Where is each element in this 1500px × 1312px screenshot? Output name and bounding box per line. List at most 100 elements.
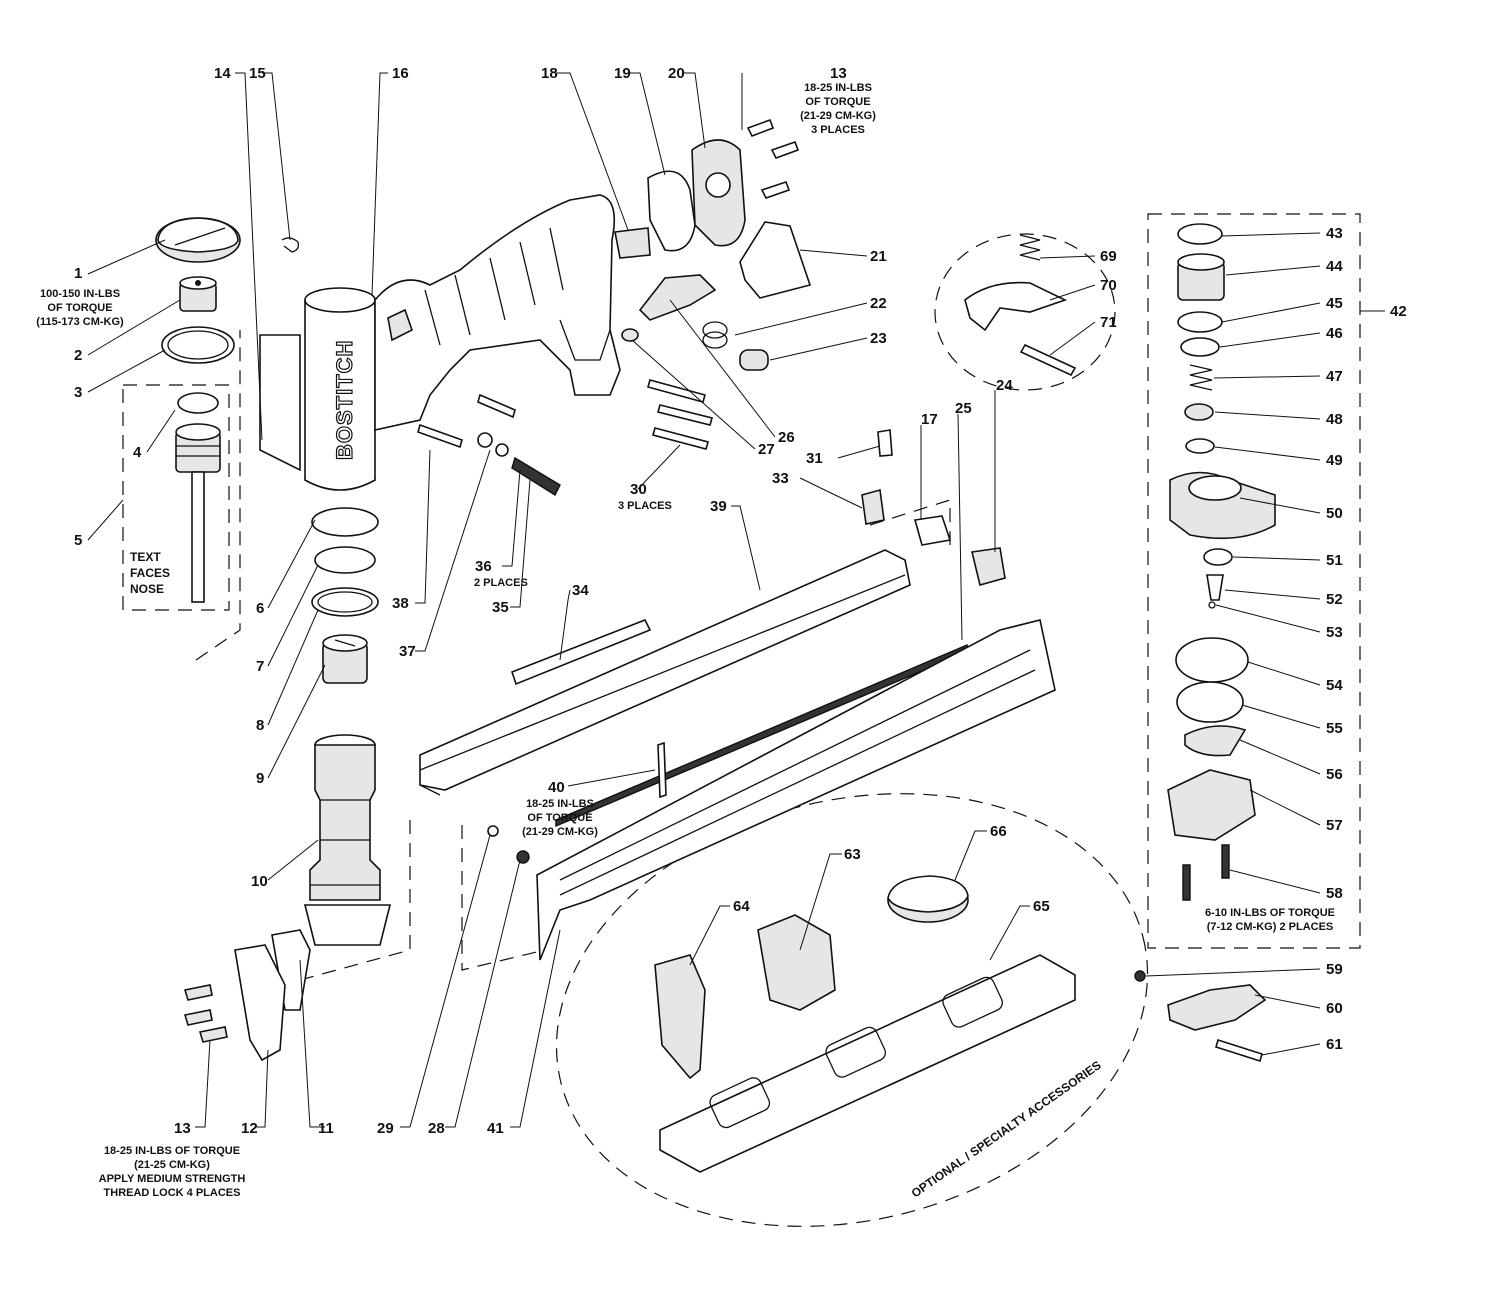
part-30-pins bbox=[647, 379, 713, 450]
label-51: 51 bbox=[1326, 552, 1343, 569]
label-61: 61 bbox=[1326, 1036, 1343, 1053]
part-4-ring bbox=[177, 392, 219, 414]
part-55-gasket bbox=[1176, 681, 1244, 723]
note-places-30: 3 PLACES bbox=[618, 500, 672, 512]
part-58-screws bbox=[1182, 844, 1230, 901]
part-56-valve-plate bbox=[1184, 725, 1247, 757]
part-8-o-ring-inner bbox=[317, 591, 373, 613]
parts-35-38-pins bbox=[417, 393, 561, 497]
note-torque-40: 18-25 IN-LBS OF TORQUE (21-29 CM-KG) bbox=[522, 798, 598, 838]
label-39: 39 bbox=[710, 498, 727, 515]
note-torque-58: 6-10 IN-LBS OF TORQUE (7-12 CM-KG) 2 PLA… bbox=[1205, 907, 1335, 933]
part-22-spring bbox=[702, 321, 728, 349]
label-33: 33 bbox=[772, 470, 789, 487]
label-64: 64 bbox=[733, 898, 750, 915]
part-20-cap-plate bbox=[691, 139, 746, 247]
part-70-latch bbox=[964, 281, 1068, 332]
label-34: 34 bbox=[572, 582, 589, 599]
svg-text:6-10 IN-LBS OF TORQUE: 6-10 IN-LBS OF TORQUE bbox=[1205, 907, 1335, 919]
note-torque-1: 100-150 IN-LBS OF TORQUE (115-173 CM-KG) bbox=[36, 288, 124, 328]
svg-text:OF TORQUE: OF TORQUE bbox=[527, 812, 592, 824]
part-18-bracket bbox=[614, 227, 651, 259]
svg-text:NOSE: NOSE bbox=[130, 582, 164, 596]
svg-text:THREAD LOCK 4 PLACES: THREAD LOCK 4 PLACES bbox=[104, 1187, 241, 1199]
part-5-piston-driver bbox=[175, 423, 221, 603]
label-47: 47 bbox=[1326, 368, 1343, 385]
label-53: 53 bbox=[1326, 624, 1343, 641]
label-10: 10 bbox=[251, 873, 268, 890]
part-23-pin bbox=[739, 349, 769, 371]
label-20: 20 bbox=[668, 65, 685, 82]
part-61-pin bbox=[1215, 1038, 1263, 1063]
part-48-valve bbox=[1184, 403, 1214, 421]
part-28-nut bbox=[516, 850, 530, 864]
label-26: 26 bbox=[778, 429, 795, 446]
part-64-nose-plate bbox=[654, 954, 706, 1080]
label-70: 70 bbox=[1100, 277, 1117, 294]
label-50: 50 bbox=[1326, 505, 1343, 522]
svg-text:(115-173 CM-KG): (115-173 CM-KG) bbox=[36, 316, 124, 328]
part-12-cover-plate bbox=[234, 944, 286, 1062]
part-59-nut bbox=[1134, 970, 1146, 982]
part-29-pin bbox=[487, 825, 499, 837]
label-1: 1 bbox=[74, 265, 82, 282]
label-9: 9 bbox=[256, 770, 264, 787]
label-66: 66 bbox=[990, 823, 1007, 840]
note-places-36: 2 PLACES bbox=[474, 577, 528, 589]
label-45: 45 bbox=[1326, 295, 1343, 312]
label-5: 5 bbox=[74, 532, 82, 549]
part-52-screw bbox=[1206, 574, 1224, 601]
part-31-screw bbox=[877, 429, 893, 457]
part-46-o-ring bbox=[1180, 337, 1220, 357]
svg-text:(21-25 CM-KG): (21-25 CM-KG) bbox=[134, 1159, 210, 1171]
part-53-washer bbox=[1208, 601, 1216, 609]
part-21-trigger-lever bbox=[739, 221, 812, 299]
label-15: 15 bbox=[249, 65, 266, 82]
label-52: 52 bbox=[1326, 591, 1343, 608]
label-41: 41 bbox=[487, 1120, 504, 1137]
part-33-bracket bbox=[861, 488, 885, 525]
svg-text:TEXT: TEXT bbox=[130, 550, 161, 564]
svg-text:APPLY MEDIUM STRENGTH: APPLY MEDIUM STRENGTH bbox=[99, 1173, 246, 1185]
label-7: 7 bbox=[256, 658, 264, 675]
optional-accessories-boundary bbox=[555, 793, 1149, 1227]
label-14: 14 bbox=[214, 65, 231, 82]
label-65: 65 bbox=[1033, 898, 1050, 915]
label-36: 36 bbox=[475, 558, 492, 575]
part-6-o-ring bbox=[311, 507, 379, 537]
note-torque-13-top: 18-25 IN-LBS OF TORQUE (21-29 CM-KG) 3 P… bbox=[800, 82, 876, 136]
label-8: 8 bbox=[256, 717, 264, 734]
piston-group-box bbox=[122, 384, 230, 611]
part-3-o-ring bbox=[161, 326, 235, 364]
label-23: 23 bbox=[870, 330, 887, 347]
cap-assembly-group-box bbox=[1147, 213, 1361, 949]
label-4: 4 bbox=[133, 444, 142, 461]
svg-text:3 PLACES: 3 PLACES bbox=[811, 124, 865, 136]
part-51-bushing bbox=[1203, 548, 1233, 566]
label-28: 28 bbox=[428, 1120, 445, 1137]
part-50-housing bbox=[1169, 471, 1276, 540]
label-11: 11 bbox=[318, 1120, 334, 1137]
label-22: 22 bbox=[870, 295, 887, 312]
part-54-gasket bbox=[1175, 637, 1249, 683]
part-44-cap bbox=[1177, 253, 1225, 301]
svg-text:(7-12 CM-KG) 2 PLACES: (7-12 CM-KG) 2 PLACES bbox=[1207, 921, 1334, 933]
label-2: 2 bbox=[74, 347, 82, 364]
label-17: 17 bbox=[921, 411, 938, 428]
label-43: 43 bbox=[1326, 225, 1343, 242]
part-16-tool-body: BOSTITCH bbox=[304, 194, 621, 491]
label-19: 19 bbox=[614, 65, 631, 82]
label-49: 49 bbox=[1326, 452, 1343, 469]
part-57-cap-block bbox=[1167, 769, 1256, 841]
part-34-strip bbox=[511, 618, 652, 686]
part-41-feeder-edge bbox=[559, 649, 1036, 896]
label-38: 38 bbox=[392, 595, 409, 612]
label-30: 30 bbox=[630, 481, 647, 498]
label-24: 24 bbox=[996, 377, 1013, 394]
part-41-feeder bbox=[536, 619, 1056, 961]
svg-text:OF TORQUE: OF TORQUE bbox=[805, 96, 870, 108]
part-40-pin bbox=[657, 741, 667, 799]
part-49-washer bbox=[1185, 438, 1215, 454]
note-torque-13-bottom: 18-25 IN-LBS OF TORQUE (21-25 CM-KG) APP… bbox=[99, 1145, 246, 1199]
part-65-mounting-plate bbox=[659, 954, 1076, 1173]
